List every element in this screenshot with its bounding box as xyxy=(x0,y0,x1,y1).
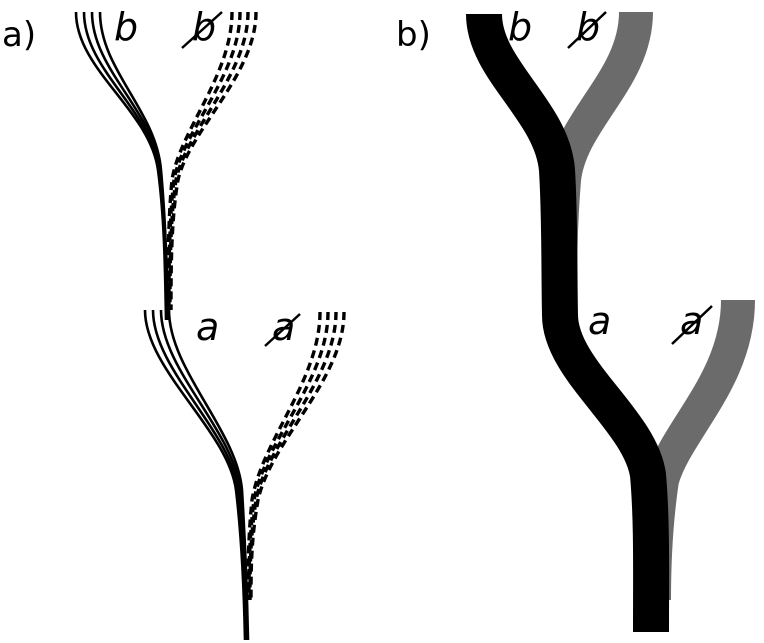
lost-lineage-line xyxy=(168,11,250,311)
lost-lineage-line xyxy=(167,11,242,311)
lost-lineage-line xyxy=(169,11,258,311)
panel-a-upper-lost-lineages xyxy=(166,11,258,311)
allele-label-a-lost: a xyxy=(272,305,295,349)
strike-through-mark xyxy=(567,11,607,49)
panel-b: b) b b a a xyxy=(396,5,755,633)
lineage-line xyxy=(143,309,247,641)
allele-label-b-lost: b xyxy=(576,5,600,49)
allele-label-b: b xyxy=(114,5,138,49)
strike-through-mark xyxy=(671,305,713,345)
allele-label-a: a xyxy=(196,305,219,349)
lineage-line xyxy=(90,11,169,321)
allele-label-a-lost: a xyxy=(680,299,703,343)
panel-b-label: b) xyxy=(396,15,431,55)
kept-lineage-band xyxy=(466,12,670,633)
lost-lineage-line xyxy=(166,11,234,311)
strike-through-mark xyxy=(181,11,223,49)
panel-a-label: a) xyxy=(2,15,36,55)
lineage-line xyxy=(82,11,169,321)
lineage-line xyxy=(74,11,168,321)
panel-a-lower-kept-lineages xyxy=(143,309,250,641)
strike-through-mark xyxy=(264,313,301,347)
lost-lineage-line xyxy=(249,311,346,601)
lost-lineage-line xyxy=(247,311,330,601)
lost-lineage-line xyxy=(248,311,338,601)
allele-label-b: b xyxy=(508,5,532,49)
panel-a-lower-lost-lineages xyxy=(246,311,346,601)
panel-a: a) b b xyxy=(2,5,346,641)
panel-a-upper-kept-lineages xyxy=(74,11,170,321)
allele-label-a: a xyxy=(588,299,611,343)
lost-lineage-line xyxy=(246,311,322,601)
